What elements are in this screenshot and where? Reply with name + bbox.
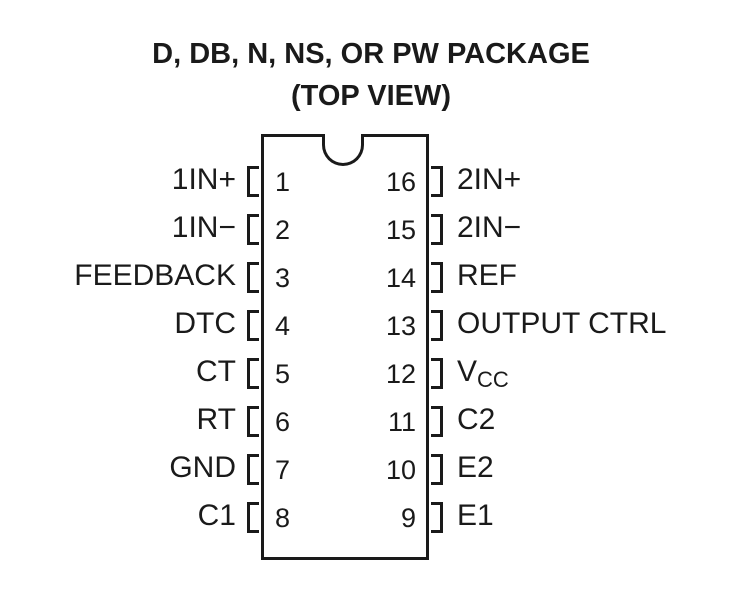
pin-number-1: 1: [275, 167, 291, 197]
pin-number-12: 12: [385, 359, 416, 389]
pin-number-14: 14: [385, 263, 416, 293]
pin-number-15: 15: [385, 215, 416, 245]
pin-label-15: 2IN−: [457, 211, 522, 244]
pin-lead-2: [247, 214, 259, 245]
pin-number-16: 16: [385, 167, 416, 197]
pin-label-8: C1: [197, 499, 236, 532]
pin-label-14: REF: [457, 259, 517, 292]
pin-lead-6: [247, 406, 259, 437]
pin-number-3: 3: [275, 263, 291, 293]
pin-label-5: CT: [196, 355, 236, 388]
pin-lead-13: [431, 310, 443, 341]
pin-label-10: E2: [457, 451, 494, 484]
pin-label-4: DTC: [174, 307, 236, 340]
pin-lead-5: [247, 358, 259, 389]
pin-label-7: GND: [169, 451, 236, 484]
pin-number-6: 6: [275, 407, 291, 437]
pin-number-8: 8: [275, 503, 291, 533]
pin-label-9: E1: [457, 499, 494, 532]
pin-lead-8: [247, 502, 259, 533]
pin-lead-15: [431, 214, 443, 245]
pin-lead-10: [431, 454, 443, 485]
pin-label-12: VCC: [457, 355, 509, 392]
pin-number-11: 11: [387, 407, 416, 437]
pin-lead-12: [431, 358, 443, 389]
pin-label-13: OUTPUT CTRL: [457, 307, 667, 340]
package-title: D, DB, N, NS, OR PW PACKAGE: [152, 38, 590, 70]
view-subtitle: (TOP VIEW): [290, 80, 452, 112]
ic-package-body: [261, 134, 429, 560]
pin-label-1: 1IN+: [171, 163, 236, 196]
pin-label-2: 1IN−: [171, 211, 236, 244]
pin1-notch: [322, 134, 364, 166]
pin-label-12-subscript: CC: [477, 367, 509, 392]
pin-label-3: FEEDBACK: [74, 259, 236, 292]
pin-lead-11: [431, 406, 443, 437]
pin-label-16: 2IN+: [457, 163, 522, 196]
pin-number-13: 13: [385, 311, 416, 341]
pin-number-2: 2: [275, 215, 291, 245]
pin-lead-4: [247, 310, 259, 341]
pin-lead-3: [247, 262, 259, 293]
pin-lead-1: [247, 166, 259, 197]
pin-number-10: 10: [385, 455, 416, 485]
pin-lead-7: [247, 454, 259, 485]
pin-label-12-main: V: [457, 355, 478, 388]
pin-lead-14: [431, 262, 443, 293]
pin-number-4: 4: [275, 311, 291, 341]
pin-lead-9: [431, 502, 443, 533]
pin-label-11: C2: [457, 403, 496, 436]
pin-number-5: 5: [275, 359, 291, 389]
pin-lead-16: [431, 166, 443, 197]
pin-number-9: 9: [400, 503, 416, 533]
pin-number-7: 7: [275, 455, 291, 485]
pin-label-6: RT: [196, 403, 236, 436]
